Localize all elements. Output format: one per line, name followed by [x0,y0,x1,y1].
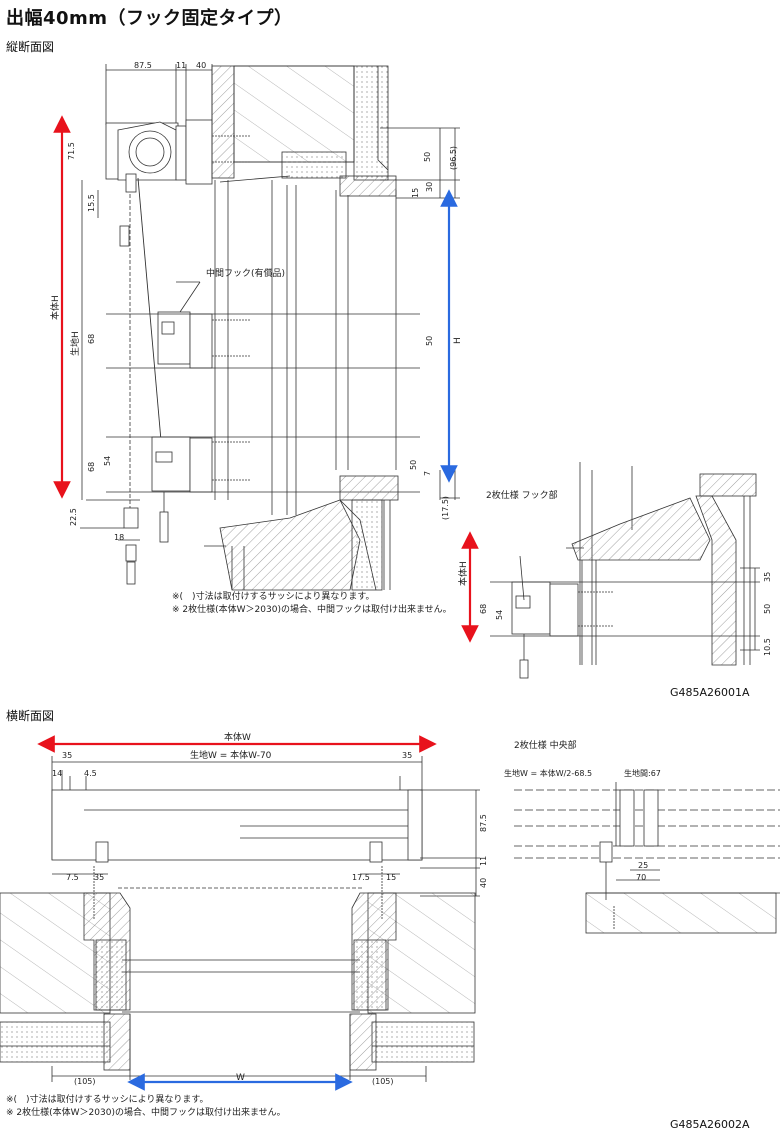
detail-dim-35: 35 [763,572,772,582]
two-panel-hook-detail [490,462,760,679]
detail-dim-10-5: 10.5 [763,638,772,656]
dim-30: 30 [425,182,434,192]
dim-40: 40 [196,61,206,70]
note-horizontal-2: ※ 2枚仕様(本体W＞2030)の場合、中間フックは取付け出来ません。 [6,1106,286,1118]
detail-dim-54: 54 [495,610,504,620]
dim-7: 7 [423,471,432,476]
dim-70: 70 [636,873,646,882]
detail-dim-68: 68 [479,604,488,614]
dim-4-5: 4.5 [84,769,97,778]
dim-68-mid: 68 [87,334,96,344]
fabric-w-label: 生地W = 本体W-70 [190,749,272,761]
middle-hook-label: 中間フック(有償品) [206,267,285,279]
horizontal-drawing-code: G485A26002A [670,1118,750,1131]
fabric-gap-label: 生地間:67 [624,768,661,778]
dim-15-h: 15 [386,873,396,882]
dim-50-top: 50 [423,152,432,162]
vertical-section-label: 縦断面図 [6,40,55,54]
dim-15: 15 [411,188,420,198]
note-horizontal-1: ※( )寸法は取付けするサッシにより異なります。 [6,1093,209,1105]
dim-25: 25 [638,861,648,870]
horizontal-section [0,756,480,1082]
vertical-drawing-code: G485A26001A [670,686,750,699]
dim-50-bottom: 50 [409,460,418,470]
body-w-label: 本体W [224,731,251,743]
detail-dim-50: 50 [763,604,772,614]
page-title: 出幅40mm（フック固定タイプ） [6,8,293,29]
body-h-label: 本体H [49,295,61,320]
horizontal-section-label: 横断面図 [6,709,55,723]
dim-17-5-h: 17.5 [352,873,370,882]
note-vertical-1: ※( )寸法は取付けするサッシにより異なります。 [172,590,375,602]
dim-14: 14 [52,769,62,778]
dim-68-bottom: 68 [87,462,96,472]
dim-11: 11 [176,61,186,70]
dim-17-5: (17.5) [441,496,450,520]
dim-18: 18 [114,533,124,542]
dim-87-5: 87.5 [134,61,152,70]
dim-11-h: 11 [479,856,488,866]
fabric-h-label: 生地H [69,331,81,356]
two-panel-center-detail [514,782,780,934]
dim-35-hook: 35 [94,873,104,882]
two-panel-hook-label: 2枚仕様 フック部 [486,489,558,501]
dim-15-5: 15.5 [87,194,96,212]
dim-87-5-h: 87.5 [479,814,488,832]
two-panel-center-label: 2枚仕様 中央部 [514,739,577,751]
h-label: H [453,337,463,344]
dim-71-5: 71.5 [67,142,76,160]
dim-105-left: (105) [74,1077,96,1086]
dim-54: 54 [103,456,112,466]
dim-40-h: 40 [479,878,488,888]
detail-body-h-label: 本体H [457,561,469,586]
dim-50-mid: 50 [425,336,434,346]
dim-22-5: 22.5 [69,508,78,526]
dim-7-5: 7.5 [66,873,79,882]
dim-35-right: 35 [402,751,412,760]
dim-105-right: (105) [372,1077,394,1086]
dim-96-5: (96.5) [449,146,458,170]
w-label: W [236,1073,245,1083]
note-vertical-2: ※ 2枚仕様(本体W＞2030)の場合、中間フックは取付け出来ません。 [172,603,452,615]
vertical-section [80,64,460,591]
dim-35-left: 35 [62,751,72,760]
center-fabric-w-label: 生地W = 本体W/2-68.5 [504,768,592,778]
